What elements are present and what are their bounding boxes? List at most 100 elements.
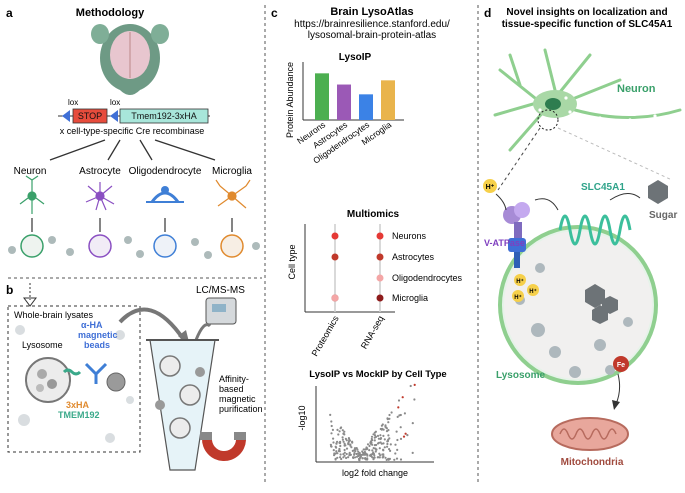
volcano-point	[376, 442, 380, 445]
astrocyte-cell-icon	[85, 182, 115, 211]
dot-microglia-rna-seq	[376, 294, 384, 302]
lox-left-triangle	[62, 110, 70, 122]
dot-plot-ylabel: Cell type	[287, 244, 297, 279]
sugar-label: Sugar	[649, 210, 677, 221]
volcano-point	[345, 439, 348, 442]
dot-plot-row-labels: NeuronsAstrocytesOligodendrocytesMicrogl…	[392, 231, 463, 303]
dot-column-label-proteomics: Proteomics	[310, 314, 341, 358]
antibody-icon	[84, 362, 108, 384]
lysate-debris	[15, 325, 134, 443]
tmem192-protein	[62, 368, 82, 376]
volcano-point	[345, 447, 349, 450]
volcano-point	[394, 443, 397, 446]
volcano-point	[387, 434, 390, 437]
volcano-point	[373, 439, 376, 442]
volcano-point	[335, 442, 338, 445]
volcano-point	[339, 453, 342, 456]
lox-right-label: lox	[110, 98, 120, 107]
panel-c-title: Brain LysoAtlas	[330, 6, 413, 18]
bead-label-3: beads	[84, 340, 110, 350]
vatpase-label: V-ATPase	[484, 238, 525, 248]
zoom-line-left	[497, 127, 541, 191]
dot-astrocytes-proteomics	[331, 253, 339, 261]
transfer-arrow	[118, 307, 186, 342]
volcano-point	[373, 431, 376, 434]
volcano-point	[403, 412, 406, 415]
volcano-point	[381, 456, 384, 459]
volcano-point	[411, 451, 414, 454]
volcano-point	[330, 445, 333, 448]
volcano-point	[371, 443, 374, 446]
volcano-point	[336, 428, 339, 431]
volcano-points	[329, 383, 416, 462]
volcano-point	[345, 452, 348, 456]
volcano-point	[353, 453, 356, 456]
volcano-point	[343, 442, 346, 445]
volcano-point	[380, 428, 383, 431]
volcano-point	[333, 452, 336, 455]
volcano-point	[354, 456, 357, 459]
volcano-point	[401, 396, 404, 399]
volcano-point	[404, 432, 407, 435]
volcano-point	[390, 411, 393, 414]
volcano-point	[342, 432, 345, 435]
volcano-point	[382, 434, 385, 437]
microglia-cell-icon	[215, 179, 251, 209]
slc45a1-protein	[558, 214, 632, 246]
protons-inside: H⁺ H⁺ H⁺	[512, 274, 539, 302]
volcano-point	[364, 448, 367, 451]
volcano-point	[395, 430, 398, 433]
cell-type-label-astrocyte: Astrocyte	[79, 166, 121, 177]
volcano-point	[349, 453, 352, 456]
volcano-point	[370, 435, 374, 438]
lox-right-triangle	[110, 110, 118, 122]
panel-b-letter: b	[6, 283, 13, 297]
lysates-label: Whole-brain lysates	[14, 310, 94, 320]
volcano-point	[344, 444, 347, 447]
lysosome-label-d: Lysosome	[496, 370, 546, 381]
volcano-point	[331, 428, 334, 431]
volcano-point	[375, 443, 378, 447]
atlas-url-2: lysosomal-brain-protein-atlas	[308, 30, 436, 41]
volcano-point	[399, 426, 402, 429]
volcano-point	[330, 424, 333, 428]
volcano-point	[382, 428, 385, 431]
lysosome-row	[8, 218, 260, 259]
tmem-label: TMEM192	[58, 410, 100, 420]
panel-d-title-1: Novel insights on localization and	[506, 7, 667, 18]
volcano-point	[393, 458, 396, 461]
volcano-point	[379, 434, 382, 437]
bar-astrocytes	[337, 84, 351, 120]
panel-b: b Whole-brain lysates Lysosome α-HA magn…	[6, 283, 263, 471]
volcano-point	[353, 447, 356, 450]
neuron-illustration	[493, 48, 682, 152]
volcano-point	[336, 440, 339, 443]
volcano-point	[334, 457, 337, 460]
volcano-point	[377, 437, 380, 440]
volcano-point	[342, 440, 345, 443]
slc45a1-label: SLC45A1	[581, 182, 625, 193]
volcano-point	[409, 384, 412, 388]
volcano-point	[366, 443, 370, 446]
volcano-point	[386, 445, 389, 448]
purification-label-4: purification	[219, 404, 263, 414]
volcano-point	[373, 434, 377, 437]
volcano-point	[374, 447, 377, 450]
volcano-point	[352, 449, 355, 452]
bead-label-1: α-HA	[81, 320, 103, 330]
volcano-point	[330, 420, 333, 423]
volcano-point	[388, 413, 391, 417]
volcano-point	[350, 446, 353, 449]
volcano-point	[397, 399, 401, 402]
dot-oligodendrocytes-rna-seq	[376, 274, 384, 282]
dot-row-label-oligodendrocytes: Oligodendrocytes	[392, 273, 463, 283]
stop-box	[72, 108, 108, 124]
panel-a-letter: a	[6, 6, 13, 20]
volcano-point	[411, 422, 414, 425]
volcano-point	[359, 455, 362, 459]
construct-box	[119, 108, 209, 124]
volcano-point	[396, 448, 399, 451]
volcano-point	[339, 441, 342, 444]
